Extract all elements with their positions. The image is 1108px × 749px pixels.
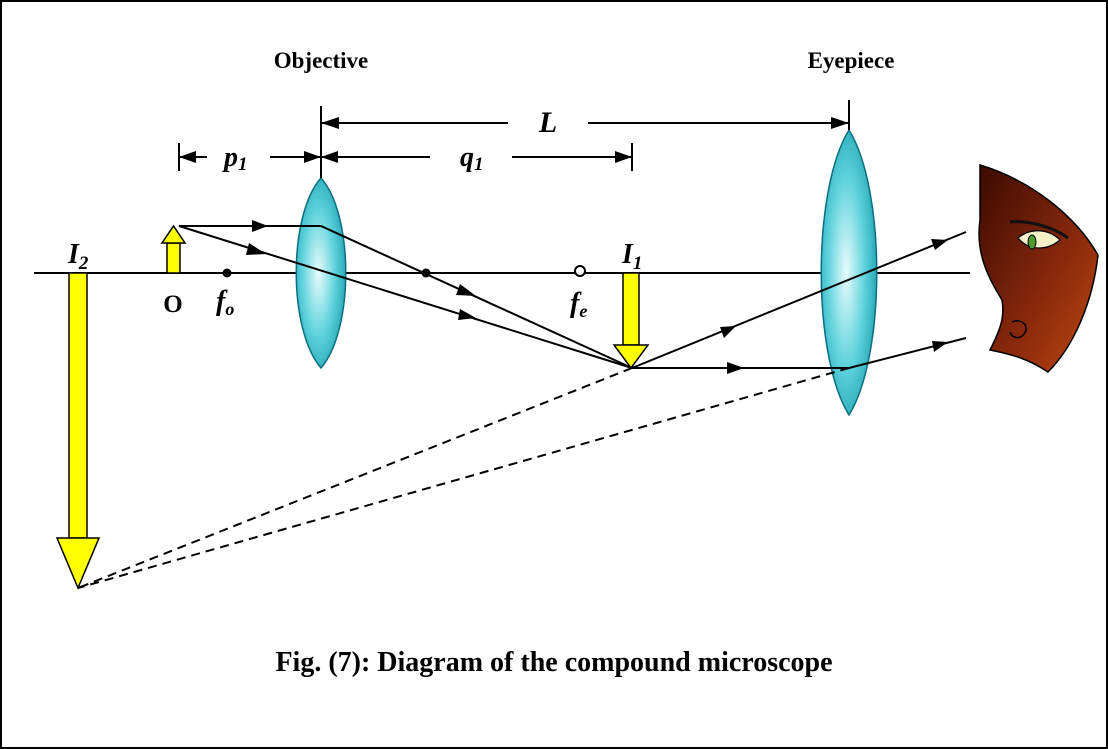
- ray-parallel-objective: [179, 225, 633, 369]
- dim-arrowhead-p1-right: [304, 151, 321, 163]
- object-arrowhead: [160, 224, 187, 244]
- label-object-O: O: [163, 291, 182, 318]
- label-p1: p1: [222, 142, 248, 175]
- label-objective: Objective: [274, 48, 369, 73]
- eyepiece-lens: [820, 128, 878, 417]
- label-fe: fe: [570, 288, 587, 321]
- dim-arrowhead-L-left: [321, 117, 339, 129]
- image-I1-shaft: [622, 272, 640, 346]
- ray-arrowhead-3: [456, 284, 476, 296]
- figure-caption: Fig. (7): Diagram of the compound micros…: [275, 647, 833, 678]
- ray-eyepiece-upper: [631, 231, 967, 369]
- viewer-face-icon: [978, 163, 1099, 373]
- ray-arrowhead-7: [931, 239, 948, 250]
- dim-arrowhead-p1-left: [179, 151, 196, 163]
- label-I2: I2: [67, 239, 89, 274]
- label-I1: I1: [621, 239, 642, 274]
- label-eyepiece: Eyepiece: [808, 48, 895, 73]
- ray-arrowhead-4: [458, 309, 476, 320]
- objective-lens: [295, 176, 347, 370]
- virtual-ray-lower: [77, 367, 850, 589]
- ray-eyepiece-lower: [632, 337, 967, 369]
- focal-point-fe: [574, 265, 586, 277]
- focal-point-fo: [222, 268, 232, 278]
- ray-arrowhead-1: [252, 220, 268, 232]
- ray-arrowhead-8: [932, 341, 948, 352]
- label-L: L: [538, 106, 557, 139]
- image-I2-shaft: [68, 272, 88, 539]
- object-arrow-shaft: [166, 242, 181, 274]
- ray-center-objective: [178, 225, 633, 369]
- dim-arrowhead-L-right: [831, 117, 849, 129]
- ray-arrowhead-2: [246, 243, 266, 255]
- virtual-ray-upper: [77, 367, 633, 589]
- label-fo: fo: [216, 286, 234, 319]
- ray-arrowhead-5: [720, 326, 736, 338]
- image-I1-arrowhead: [612, 344, 650, 370]
- dim-arrowhead-q1-right: [615, 151, 632, 163]
- dim-arrowhead-q1-left: [321, 151, 338, 163]
- label-q1: q1: [460, 142, 484, 175]
- ray-arrowhead-6: [727, 362, 744, 374]
- image-I2-arrowhead: [55, 537, 101, 590]
